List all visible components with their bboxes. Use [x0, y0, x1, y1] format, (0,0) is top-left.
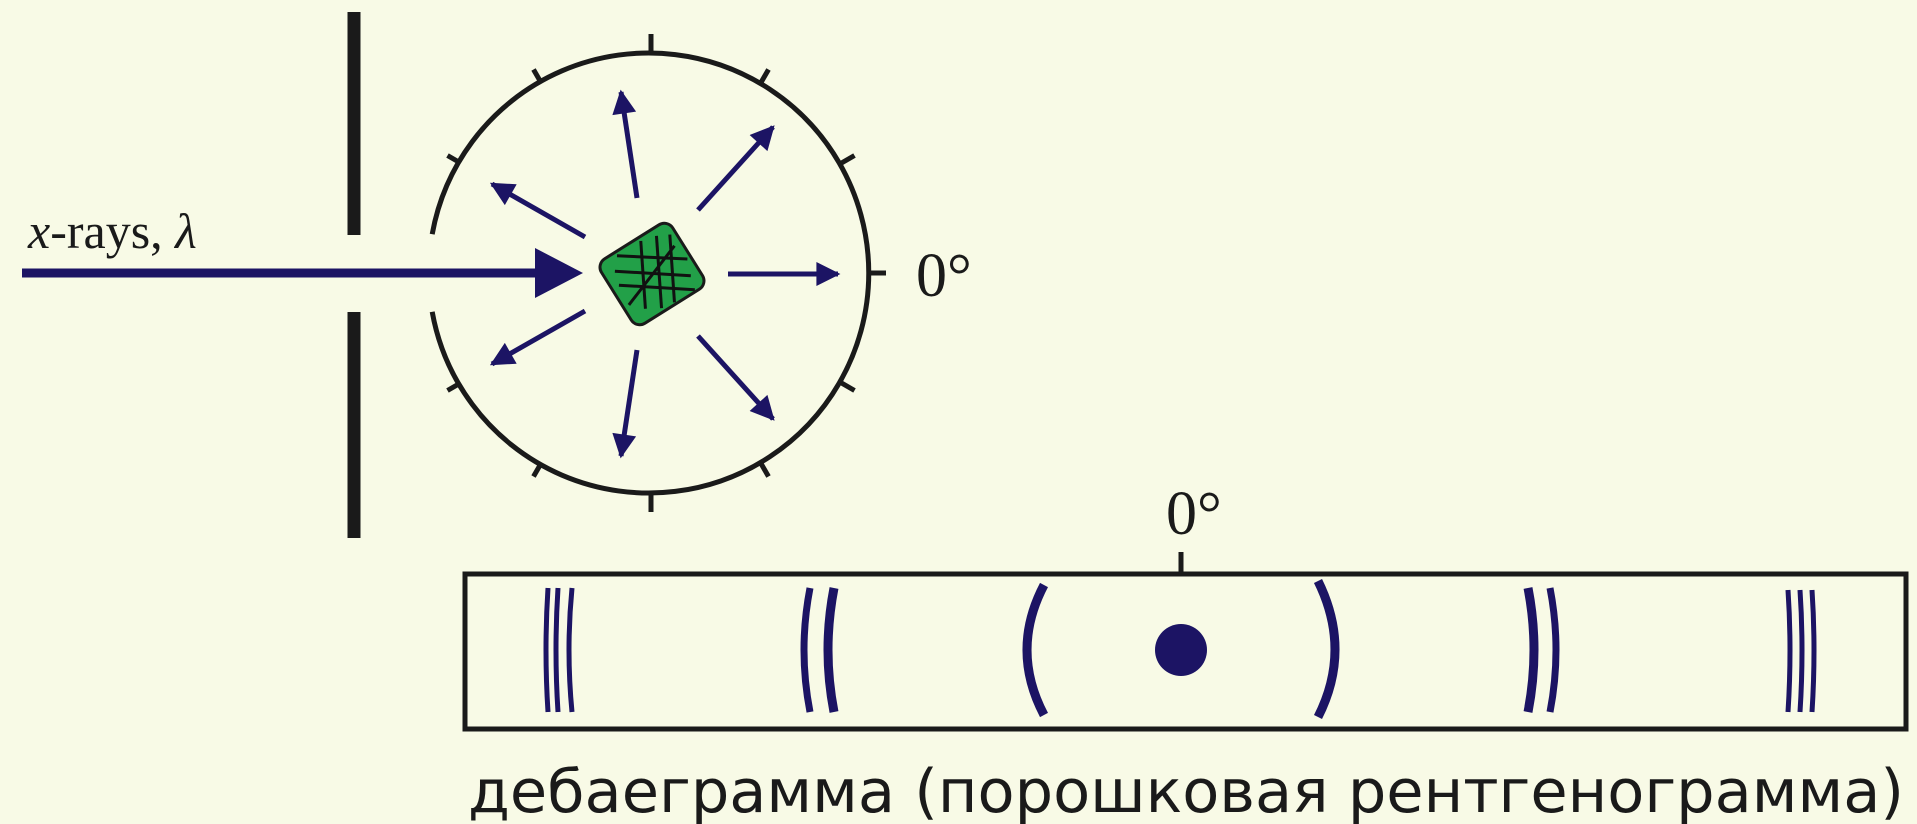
arc-left-3b: [553, 587, 561, 713]
diffracted-rays: [489, 89, 841, 459]
tick-60: [758, 68, 771, 84]
tick-30: [840, 153, 856, 166]
camera-zero-label: 0°: [916, 242, 972, 310]
ray-up-left: [489, 181, 587, 240]
arc-left-3a: [543, 587, 551, 713]
arc-left-2a: [800, 587, 814, 713]
camera-circle: [429, 50, 872, 496]
film-zero-label: 0°: [1166, 480, 1222, 548]
ray-up-right: [696, 125, 775, 212]
arc-left-3c: [566, 587, 575, 713]
tick-150: [446, 153, 462, 166]
direct-beam-spot: [1155, 624, 1207, 676]
caption: дебаеграмма (порошковая рентгенограмма): [468, 757, 1904, 824]
camera-ticks: [446, 34, 886, 512]
arc-left-1: [1022, 582, 1048, 718]
tick-240: [531, 462, 544, 478]
arc-right-3a: [1785, 589, 1793, 713]
tick-300: [758, 462, 771, 478]
ray-up: [612, 89, 640, 199]
ray-down: [612, 349, 640, 459]
diffraction-arcs: [543, 579, 1817, 720]
arc-right-3b: [1797, 589, 1805, 713]
powder-sample: [598, 221, 706, 327]
film-strip: [462, 571, 1909, 732]
arc-left-2b: [823, 587, 839, 713]
arc-right-2a: [1523, 587, 1539, 713]
tick-120: [531, 68, 544, 84]
arc-right-2b: [1546, 587, 1560, 713]
incident-beam-arrowhead: [535, 248, 583, 298]
tick-210: [446, 380, 462, 393]
ray-down-left: [489, 308, 587, 367]
arc-right-1: [1313, 579, 1340, 720]
ray-down-right: [696, 334, 775, 421]
arc-right-3c: [1809, 589, 1817, 713]
x-rays-label: x-rays, λ: [27, 203, 197, 259]
tick-330: [840, 380, 856, 393]
